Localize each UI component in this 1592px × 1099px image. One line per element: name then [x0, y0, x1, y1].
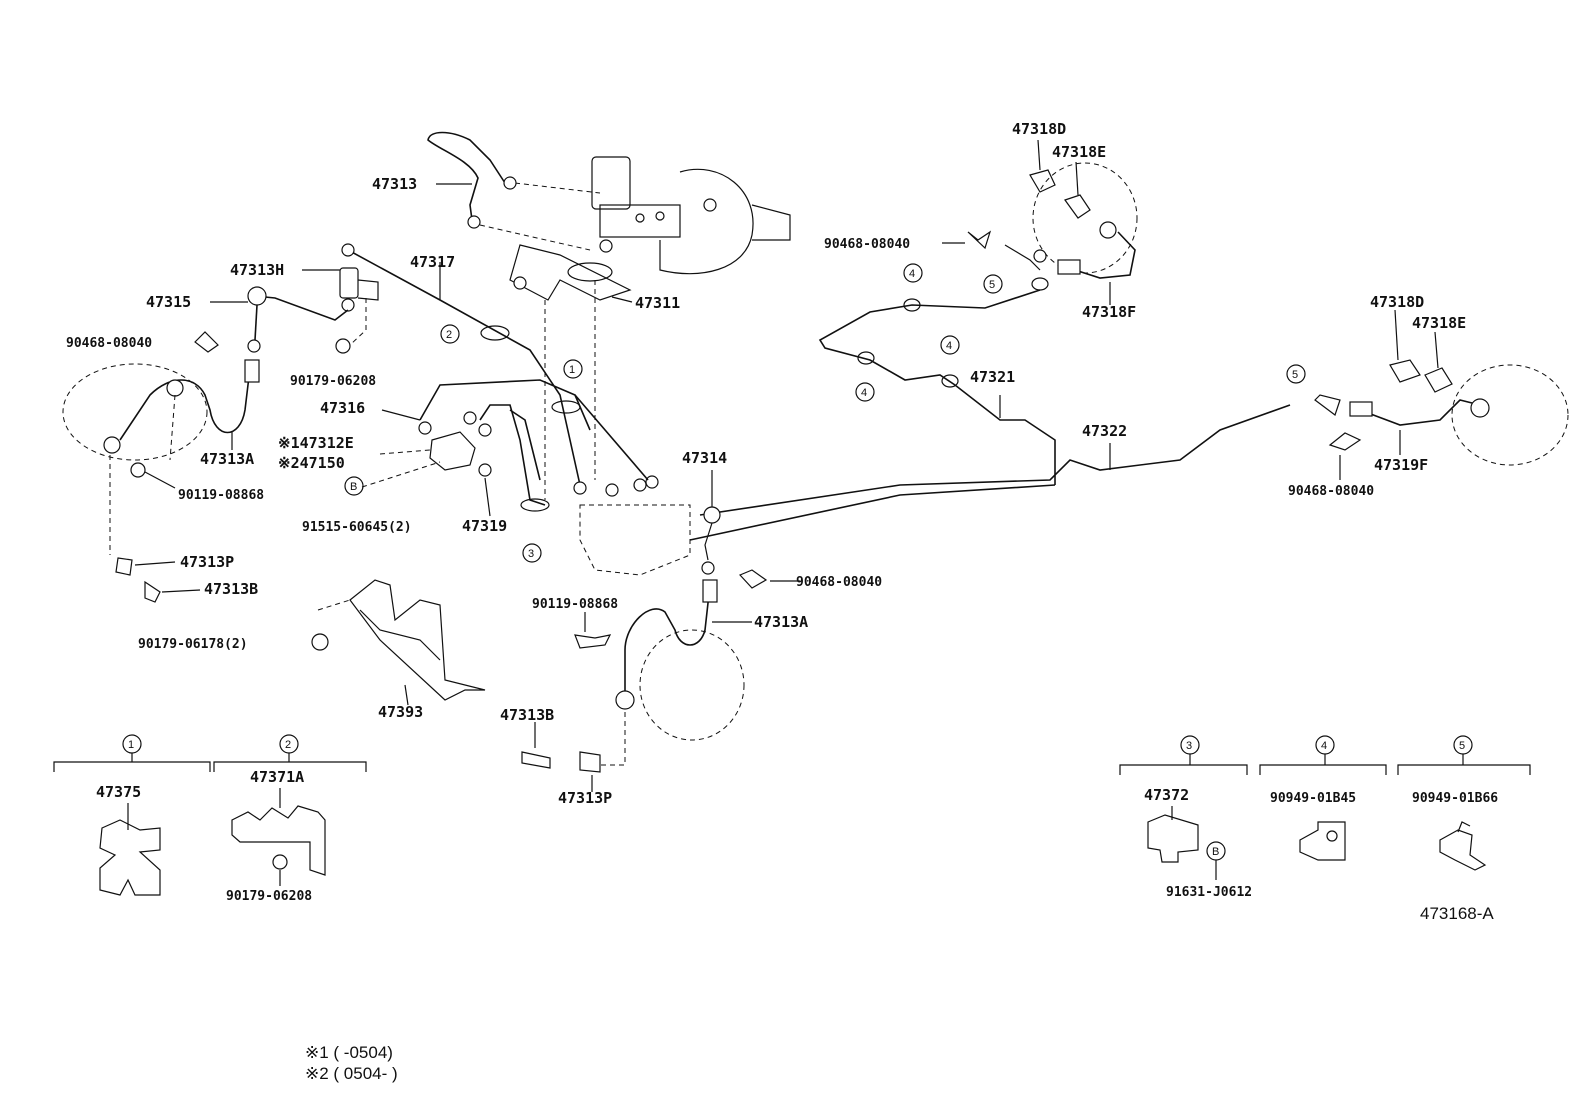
part-90468-d: 90468-08040 [796, 575, 882, 590]
part-47313p-a: 47313P [180, 553, 234, 571]
part-47393: 47393 [378, 703, 423, 721]
part-47318d-a: 47318D [1012, 120, 1066, 138]
part-47319: 47319 [462, 517, 507, 535]
svg-text:1: 1 [128, 739, 134, 751]
kit-3-part: 47372 [1144, 786, 1189, 804]
master-cylinder-booster [591, 156, 791, 275]
part-90179-b: 90179-06178(2) [138, 637, 248, 652]
part-90468-b: 90468-08040 [824, 237, 910, 252]
part-47315: 47315 [146, 293, 191, 311]
footnote-2: ※2 ( 0504- ) [305, 1064, 398, 1083]
part-47316: 47316 [320, 399, 365, 417]
kit-2-sub: 90179-06208 [226, 889, 312, 904]
svg-text:5: 5 [1459, 740, 1465, 752]
part-labels: 47313 47317 47313H 47315 90468-08040 901… [66, 120, 1466, 807]
part-47319f: 47319F [1374, 456, 1428, 474]
svg-text:B: B [1212, 846, 1219, 858]
svg-text:3: 3 [528, 548, 534, 560]
part-90119-a: 90119-08868 [178, 488, 264, 503]
ref-marker-5b: 5 [1286, 364, 1306, 384]
kit-5-part: 90949-01B66 [1412, 791, 1498, 806]
footnote-1: ※1 ( -0504) [305, 1043, 393, 1062]
ref-marker-5a: 5 [983, 274, 1003, 294]
part-90468-c: 90468-08040 [1288, 484, 1374, 499]
kit-2: 2 47371A 90179-06208 [213, 734, 367, 904]
ref-marker-4b: 4 [855, 382, 875, 402]
ref-marker-4c: 4 [940, 335, 960, 355]
part-47322: 47322 [1082, 422, 1127, 440]
part-47314: 47314 [682, 449, 727, 467]
part-90468-a: 90468-08040 [66, 336, 152, 351]
kit-4-part: 90949-01B45 [1270, 791, 1356, 806]
diagram-id: 473168-A [1420, 904, 1494, 923]
part-47317: 47317 [410, 253, 455, 271]
part-47321: 47321 [970, 368, 1015, 386]
kit-3-sub: 91631-J0612 [1166, 885, 1252, 900]
ref-marker-b-a: B [344, 476, 364, 496]
part-47313p-b: 47313P [558, 789, 612, 807]
part-47318d-b: 47318D [1370, 293, 1424, 311]
abs-actuator-outline [544, 280, 691, 576]
part-91515: 91515-60645(2) [302, 520, 412, 535]
part-47313a-b: 47313A [754, 613, 808, 631]
svg-text:4: 4 [909, 268, 915, 280]
svg-text:2: 2 [285, 739, 291, 751]
part-47313: 47313 [372, 175, 417, 193]
svg-text:3: 3 [1186, 740, 1192, 752]
kit-5: 5 90949-01B66 [1397, 735, 1531, 871]
svg-text:1: 1 [569, 364, 575, 376]
kit-3: 3 47372 B 91631-J0612 [1119, 735, 1252, 900]
part-47313b-a: 47313B [204, 580, 258, 598]
svg-text:2: 2 [446, 329, 452, 341]
kit-1-part: 47375 [96, 783, 141, 801]
part-90119-b: 90119-08868 [532, 597, 618, 612]
ref-marker-2: 2 [440, 324, 460, 344]
kit-4: 4 90949-01B45 [1259, 735, 1387, 861]
part-47312e: ※147312E [278, 434, 354, 452]
part-47150: ※247150 [278, 454, 345, 472]
ref-marker-4a: 4 [903, 263, 923, 283]
svg-text:5: 5 [1292, 369, 1298, 381]
part-47318f: 47318F [1082, 303, 1136, 321]
svg-text:4: 4 [946, 340, 952, 352]
part-47311: 47311 [635, 294, 680, 312]
ref-marker-1: 1 [563, 359, 583, 379]
part-47313a-a: 47313A [200, 450, 254, 468]
svg-text:B: B [350, 481, 357, 493]
part-47313h: 47313H [230, 261, 284, 279]
part-90179-a: 90179-06208 [290, 374, 376, 389]
ref-marker-3: 3 [522, 543, 542, 563]
svg-text:5: 5 [989, 279, 995, 291]
svg-text:4: 4 [861, 387, 867, 399]
kit-1: 1 47375 [53, 734, 211, 896]
svg-text:4: 4 [1321, 740, 1327, 752]
part-47313b-b: 47313B [500, 706, 554, 724]
kit-2-part: 47371A [250, 768, 304, 786]
part-47318e-a: 47318E [1052, 143, 1106, 161]
part-47318e-b: 47318E [1412, 314, 1466, 332]
